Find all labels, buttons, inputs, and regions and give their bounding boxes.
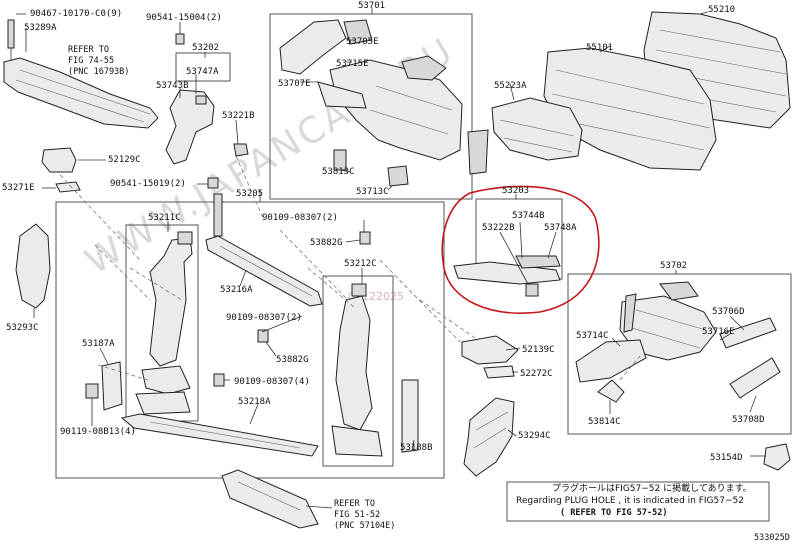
label-53221b: 53221B: [222, 111, 255, 121]
plug-hole-note-reference: ( REFER TO FIG 57-52): [560, 508, 667, 518]
part-53202: [165, 33, 249, 165]
label-53715e: 53715E: [336, 59, 369, 69]
label-53701: 53701: [358, 1, 385, 11]
label-53702: 53702: [660, 261, 687, 271]
label-53216a: 53216A: [220, 285, 253, 295]
label-53222b: 53222B: [482, 223, 515, 233]
part-53216a: [205, 193, 323, 307]
label-ref-fig-51-52-line3: (PNC 57104E): [334, 521, 395, 531]
leader-lines: [16, 8, 766, 509]
part-90109-08307: [213, 373, 225, 387]
part-52139c: [461, 335, 519, 365]
label-53212c: 53212C: [344, 259, 377, 269]
label-53708d: 53708D: [732, 415, 765, 425]
part-53218a: [120, 413, 319, 457]
label-90109-08307-lower: 90109-08307(4): [234, 377, 310, 387]
label-53218a: 53218A: [238, 397, 271, 407]
label-52129c: 52129C: [108, 155, 141, 165]
part-53212c: [331, 283, 383, 457]
part-53293c: [15, 223, 51, 309]
label-53748a: 53748A: [544, 223, 577, 233]
box-53701: [269, 13, 473, 200]
part-53154d: [763, 443, 791, 471]
plug-hole-note-english: Regarding PLUG HOLE , it is indicated in…: [516, 496, 744, 506]
label-53714c: 53714C: [576, 331, 609, 341]
label-53188b: 53188B: [400, 443, 433, 453]
label-ref-fig-51-52-line1: REFER TO: [334, 499, 375, 509]
label-55210: 55210: [708, 5, 735, 15]
highlight-circle: [441, 185, 600, 314]
plug-hole-note-box: [506, 481, 770, 522]
label-53203: 53203: [502, 186, 529, 196]
label-53882g-lower: 53882G: [276, 355, 309, 365]
dash-lines: [59, 155, 641, 381]
part-53289a: [3, 19, 159, 129]
label-53187a: 53187A: [82, 339, 115, 349]
part-53211c: [135, 231, 193, 415]
label-ref-fig-51-52-line2: FIG 51-52: [334, 510, 380, 520]
part-53271e: [55, 181, 81, 193]
part-53882g-upper: [359, 231, 371, 245]
label-ref-fig-74-55-line2: FIG 74-55: [68, 56, 114, 66]
label-53202: 53202: [192, 43, 219, 53]
label-53294c: 53294C: [518, 431, 551, 441]
part-53203: [453, 255, 561, 297]
figure-code: 533025D: [754, 533, 790, 543]
part-53702: [575, 281, 781, 403]
part-55223a: [467, 97, 583, 175]
label-53716e: 53716E: [702, 327, 735, 337]
label-90109-08307-upper: 90109-08307(2): [262, 213, 338, 223]
part-ref-fig-51-52: [221, 469, 319, 529]
label-52139c: 52139C: [522, 345, 555, 355]
part-52272c: [483, 365, 515, 379]
label-53744b: 53744B: [512, 211, 545, 221]
part-53188b: [401, 379, 419, 453]
label-53814c: 53814C: [588, 417, 621, 427]
part-53294c: [463, 397, 515, 477]
label-53705e: 53705E: [346, 37, 379, 47]
label-53154d: 53154D: [710, 453, 743, 463]
label-90119-08b13: 90119-08B13(4): [60, 427, 136, 437]
label-53743b: 53743B: [156, 81, 189, 91]
label-ref-fig-74-55-line1: REFER TO: [68, 45, 109, 55]
label-53271e: 53271E: [2, 183, 35, 193]
box-53702: [567, 273, 792, 435]
label-53289a: 53289A: [24, 23, 57, 33]
label-53713c: 53713C: [356, 187, 389, 197]
label-53706d: 53706D: [712, 307, 745, 317]
label-90541-15019: 90541-15019(2): [110, 179, 186, 189]
label-90109-08307-middle: 90109-08307(2): [226, 313, 302, 323]
box-53202: [175, 52, 231, 82]
label-53211c: 53211C: [148, 213, 181, 223]
part-53701: [279, 19, 463, 187]
label-53882g-upper: 53882G: [310, 238, 343, 248]
part-53882g-lower: [257, 329, 269, 343]
label-53707e: 53707E: [278, 79, 311, 89]
label-90541-15004: 90541-15004(2): [146, 13, 222, 23]
part-53187a: [101, 361, 123, 411]
label-53205: 53205: [236, 189, 263, 199]
box-53212c: [322, 275, 394, 467]
label-52272c: 52272C: [520, 369, 553, 379]
label-ref-fig-74-55-line3: (PNC 16793B): [68, 67, 129, 77]
label-55101: 55101: [586, 43, 613, 53]
part-90119-08b13: [85, 383, 99, 399]
part-52129c: [41, 147, 77, 173]
label-53747a: 53747A: [186, 67, 219, 77]
label-55223a: 55223A: [494, 81, 527, 91]
label-53293c: 53293C: [6, 323, 39, 333]
plug-hole-note-japanese: プラグホールはFIG57−52 に掲載してあります。: [552, 482, 752, 494]
label-53813c: 53813C: [322, 167, 355, 177]
part-90541-15019: [207, 177, 219, 189]
label-90467-10170-c0: 90467-10170-C0(9): [30, 9, 122, 19]
